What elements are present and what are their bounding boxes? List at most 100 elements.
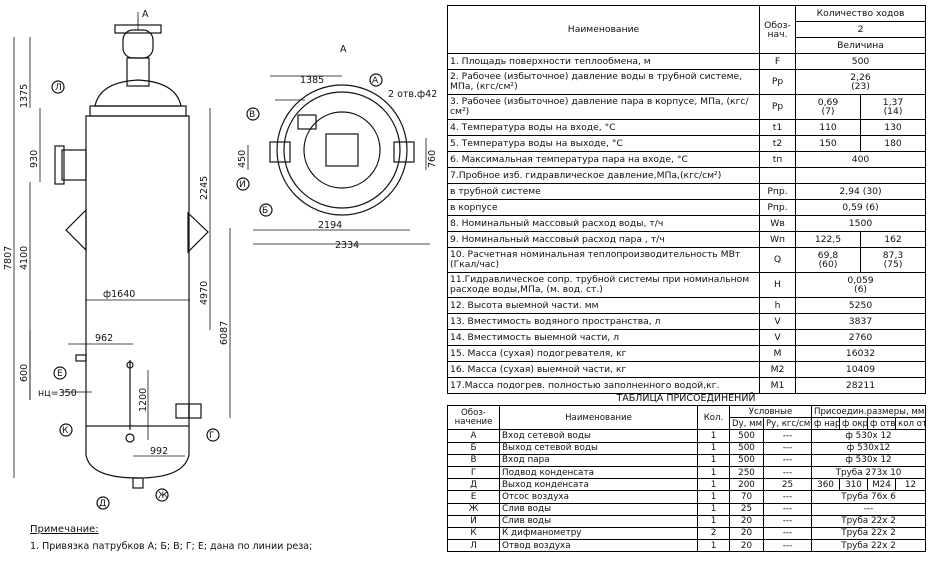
conn-head-fokr: ф окр отв xyxy=(839,417,868,431)
view-a-top-label: A xyxy=(142,9,149,20)
conn-row: К К дифманометру 2 20 ---Труба 22х 2 xyxy=(447,526,927,541)
spec-row: 3. Рабочее (избыточное) давление пара в … xyxy=(447,94,926,120)
conn-dim-f3: M24 xyxy=(867,478,896,492)
spec-param-value: 0,59 (6) xyxy=(795,199,926,216)
callout-B: Б xyxy=(262,206,268,216)
conn-code: Е xyxy=(447,490,500,504)
conn-du: 500 xyxy=(729,453,764,467)
spec-param-name: 10. Расчетная номинальная теплопроизводи… xyxy=(447,247,760,273)
conn-name: Слив воды xyxy=(499,514,698,528)
conn-pu: --- xyxy=(763,453,812,467)
callout-G: Г xyxy=(209,431,215,441)
spec-param-name: в трубной системе xyxy=(447,183,760,200)
conn-row: Е Отсос воздуха 1 70 ---Труба 76х 6 xyxy=(447,490,927,504)
spec-param-value-1: 122,5 xyxy=(795,231,861,248)
conn-qty: 1 xyxy=(697,429,730,443)
conn-du: 20 xyxy=(729,526,764,541)
conn-qty: 2 xyxy=(697,526,730,541)
conn-dims: ф 530х 12 xyxy=(810,429,927,443)
conn-name: Выход конденсата xyxy=(499,478,698,492)
spec-param-value: 10409 xyxy=(795,361,926,378)
conn-qty: 1 xyxy=(697,478,730,492)
spec-param-value: 2760 xyxy=(795,329,926,346)
technical-drawing: A A Л Е К Ж Д Г А В И Б 1375 930 4100 78… xyxy=(3,9,438,510)
spec-param-value: 16032 xyxy=(795,345,926,362)
conn-row: Л Отвод воздуха 1 20 ---Труба 22х 2 xyxy=(447,539,927,553)
spec-param-code: M2 xyxy=(759,361,796,378)
spec-param-value: 2,26(23) xyxy=(795,69,926,95)
dim-962: 962 xyxy=(95,333,113,344)
spec-param-name: 14. Вместимость выемной части, л xyxy=(447,329,760,346)
conn-qty: 1 xyxy=(697,441,730,455)
spec-row: 11.Гидравлическое сопр. трубной системы … xyxy=(447,272,926,298)
conn-code: Б xyxy=(447,441,500,455)
conn-dims: Труба 22х 2 xyxy=(810,514,927,528)
dim-1200: 1200 xyxy=(138,388,149,412)
spec-row: 13. Вместимость водяного пространства, л… xyxy=(447,313,926,330)
conn-dims: Труба 76х 6 xyxy=(810,490,927,504)
spec-param-value-2: 162 xyxy=(860,231,926,248)
spec-param-value-2: 180 xyxy=(860,135,926,152)
spec-param-code: Wв xyxy=(759,215,796,232)
connections-table: Обоз-начение Наименование Кол. Условные … xyxy=(447,404,927,553)
conn-du: 20 xyxy=(729,514,764,528)
spec-param-value: 1500 xyxy=(795,215,926,232)
spec-param-code xyxy=(759,167,796,184)
conn-dim-f2: 310 xyxy=(839,478,868,492)
conn-pu: --- xyxy=(763,539,812,553)
dim-930: 930 xyxy=(29,150,40,168)
spec-param-name: 16. Масса (сухая) выемной части, кг xyxy=(447,361,760,378)
conn-qty: 1 xyxy=(697,514,730,528)
spec-param-value-2: 87,3(75) xyxy=(860,247,926,273)
conn-dims: ф 530х 12 xyxy=(810,453,927,467)
callout-I: И xyxy=(239,180,246,190)
spec-param-code: t2 xyxy=(759,135,796,152)
dim-600: 600 xyxy=(19,364,30,382)
spec-header-row-1: Наименование Обоз-нач. Количество ходов xyxy=(447,5,926,54)
spec-param-code: F xyxy=(759,53,796,70)
conn-row: А Вход сетевой воды 1 500 ---ф 530х 12 xyxy=(447,429,927,443)
conn-head-code: Обоз-начение xyxy=(447,404,500,431)
dim-1375: 1375 xyxy=(19,84,30,108)
conn-code: В xyxy=(447,453,500,467)
conn-du: 500 xyxy=(729,429,764,443)
spec-param-code: M xyxy=(759,345,796,362)
spec-param-value-1: 110 xyxy=(795,119,861,136)
spec-param-name: 2. Рабочее (избыточное) давление воды в … xyxy=(447,69,760,95)
spec-param-value: 500 xyxy=(795,53,926,70)
dim-6087: 6087 xyxy=(219,321,230,345)
spec-param-code: Wп xyxy=(759,231,796,248)
conn-head-du: Dу, мм xyxy=(729,417,764,431)
spec-param-code: Pр xyxy=(759,94,796,120)
conn-header-row-1: Обоз-начение Наименование Кол. Условные … xyxy=(447,404,927,431)
spec-param-code: Pпр. xyxy=(759,183,796,200)
vessel-top-view xyxy=(247,75,430,245)
spec-param-code: V xyxy=(759,329,796,346)
spec-row: 2. Рабочее (избыточное) давление воды в … xyxy=(447,69,926,95)
spec-param-value: 0,059(6) xyxy=(795,272,926,298)
conn-code: К xyxy=(447,526,500,541)
conn-code: Ж xyxy=(447,502,500,516)
spec-param-value: 400 xyxy=(795,151,926,168)
spec-param-value-2: 1,37(14) xyxy=(860,94,926,120)
spec-param-name: 1. Площадь поверхности теплообмена, м xyxy=(447,53,760,70)
spec-param-code: Pпр. xyxy=(759,199,796,216)
spec-param-code: V xyxy=(759,313,796,330)
spec-param-name: 7.Пробное изб. гидравлическое давление,М… xyxy=(447,167,760,184)
conn-pu: --- xyxy=(763,502,812,516)
conn-code: Л xyxy=(447,539,500,553)
callout-L: Л xyxy=(55,83,62,93)
spec-head-value: Величина xyxy=(795,37,926,54)
conn-head-fnar: ф нар xyxy=(811,417,840,431)
conn-pu: --- xyxy=(763,429,812,443)
conn-head-dims: Присоедин.размеры, мм xyxy=(810,404,927,419)
conn-pu: 25 xyxy=(763,478,812,492)
spec-param-value xyxy=(795,167,926,184)
conn-pu: --- xyxy=(763,526,812,541)
spec-param-value: 5250 xyxy=(795,297,926,314)
